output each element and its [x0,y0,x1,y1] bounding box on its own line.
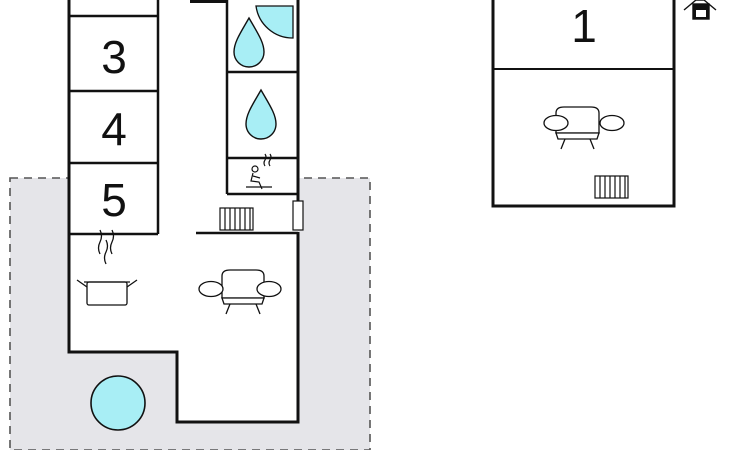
sink-drop-icon [233,16,265,68]
radiator-icon [594,175,629,199]
room-label-4: 4 [101,103,127,155]
main-building-floor [69,0,298,422]
room-label-1: 1 [571,0,597,52]
radiator-icon [219,207,254,231]
room-label-3: 3 [101,31,127,83]
room-label-5: 5 [101,174,127,226]
door-icon [292,200,304,231]
annex-building [491,0,676,208]
pool-icon [90,375,146,431]
sofa-icon [198,269,282,315]
sink-drop-icon [245,88,277,140]
cooking-pot-icon [76,229,138,306]
sofa-icon [543,106,625,150]
main-building-walls [67,0,300,424]
fireplace-icon [683,0,717,20]
sauna-icon [246,153,272,190]
shower-icon [255,5,294,39]
